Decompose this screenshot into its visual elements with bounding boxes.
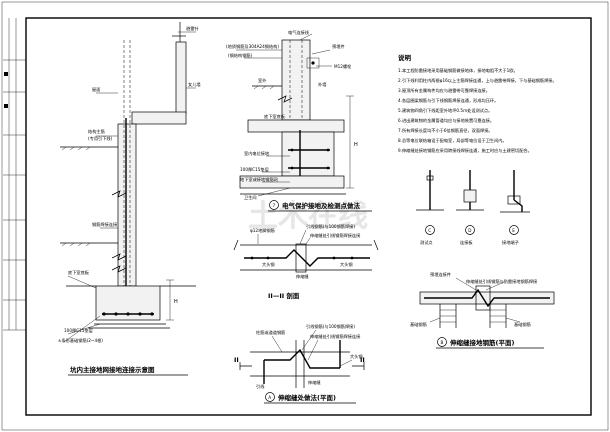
- detail-e: [500, 170, 530, 235]
- notes-line-4: 4.各层圈梁钢筋与引下线钢筋焊接连通，形成均压环。: [398, 97, 498, 104]
- fig2-label-ground-grid: 地下室或接地钢筋网: [240, 176, 278, 183]
- fig4-circle-marker: [265, 392, 275, 402]
- fig1-label-parapet: 女儿墙: [188, 81, 201, 88]
- fig2-label-indoor-ground: 室内电位接地: [244, 150, 270, 157]
- fig2-circle-number: 7: [273, 203, 276, 208]
- notes-heading: 说明: [398, 53, 412, 62]
- fig5-label-foundation-right: 基础钢筋: [514, 321, 531, 328]
- fig4-sec-mark-right: II: [360, 356, 365, 364]
- left-title-strip: [3, 18, 26, 331]
- fig1-label-lightning-rod: 避雷针: [186, 25, 199, 32]
- fig1-label-slab: 底下室底板: [68, 269, 90, 276]
- fig2-label-wire: 电气连接线: [288, 29, 310, 36]
- fig2-label-material: (地质钢筋及304A24钢结构): [226, 43, 279, 50]
- fig2-dim-h: H: [354, 142, 358, 148]
- fig5-circle-letter: B: [441, 340, 444, 345]
- notes-line-6: 6.进出建筑物的金属管道均应与接地装置可靠连接。: [398, 117, 494, 124]
- notes-line-8: 8.总等电位联结箱设于配电室，局部等电位设于卫生间内。: [398, 137, 507, 144]
- fig2-title: 电气保护接地及检测点做法: [282, 201, 361, 210]
- fig5-circle-marker: [437, 337, 447, 347]
- fig5-title: 伸缩缝接地钢筋(平面): [449, 338, 514, 347]
- fig3-section: [233, 229, 379, 273]
- detail-e-label: 接地端子: [502, 239, 519, 246]
- detail-d-letter: D: [468, 228, 471, 233]
- fig3-title: II—II 剖面: [268, 291, 300, 300]
- notes-line-7: 7.所有焊接长度均不小于6倍钢筋直径，双面焊接。: [398, 127, 493, 134]
- fig1-dim-h: H: [174, 299, 178, 305]
- fig5-section: [419, 277, 555, 328]
- fig3-label-weld: 伸缩缝处引线钢筋焊接连接: [310, 232, 361, 239]
- detail-c-label: 测试点: [420, 239, 433, 246]
- fig1-label-downconductor: (专用引下线): [88, 135, 113, 142]
- fig4-title: 伸缩缝处做法(平面): [277, 393, 336, 402]
- fig2-circle-marker: [269, 200, 279, 210]
- detail-e-letter: E: [512, 228, 515, 233]
- watermark-text: 土木在线: [248, 199, 368, 234]
- fig1-label-main-rebar: 结构主筋: [88, 128, 105, 135]
- fig2-label-outer-wall: 外墙: [318, 81, 326, 88]
- fig2-label-bolt: M12螺栓: [334, 63, 352, 70]
- fig4-label-big-steel: 大头钢: [350, 353, 363, 360]
- fig2-label-bathroom: 卫生间: [244, 194, 257, 201]
- notes-line-9: 9.伸缩缝处接地钢筋应采用跨接线焊接连通，施工时应与土建密切配合。: [398, 147, 532, 154]
- fig3-label-lead: 引线钢筋(与100钢筋焊接): [306, 223, 355, 230]
- notes-line-2: 2.引下线利用柱内两根φ16以上主筋焊接连通，上与避雷带焊接，下与基础钢筋焊接。: [398, 77, 557, 84]
- fig4-label-col-rebar: 柱筋或道道钢筋: [256, 329, 285, 336]
- fig1-label-roof: 屋面: [92, 87, 100, 93]
- fig1-label-weld: 钢筋焊接连接: [92, 221, 118, 228]
- fig2-label-steel: (钢结构钢筋): [228, 52, 253, 59]
- fig4-circle-letter: A: [268, 395, 271, 400]
- fig3-label-big-steel-right: 大头钢: [340, 261, 353, 268]
- fig3-label-joint: 伸缩缝: [296, 273, 309, 280]
- detail-c-letter: C: [428, 228, 431, 233]
- fig1-title: 坑内主接地网接地连接示意图: [70, 365, 155, 374]
- watermark: 土木在线: [248, 199, 368, 234]
- fig4-sec-mark-left: II: [234, 356, 239, 364]
- fig4-label-weld: 伸缩缝处引线钢筋焊接连接: [310, 333, 361, 340]
- notes-line-3: 3.屋顶所有金属构件均应与避雷带可靠焊接连接。: [398, 87, 490, 94]
- fig4-label-lead-wire: 引线: [256, 383, 265, 390]
- fig5-label-weld: 伸缩缝处引线钢筋与防雷接地钢筋焊接: [466, 278, 538, 285]
- fig5-label-embed: 预埋连接件: [430, 271, 451, 278]
- fig1-label-cushion: 100厚C15垫层: [64, 327, 93, 334]
- fig2-label-slab: 底下室底板: [264, 113, 286, 120]
- fig2-label-embed: 预埋件: [332, 43, 345, 50]
- notes-line-1: 1.本工程防雷接地采用基础钢筋做接地体，接地电阻不大于1欧。: [398, 67, 518, 74]
- detail-c: [416, 170, 444, 235]
- fig4-label-lead: 引线钢筋(与100钢筋焊接): [306, 323, 355, 330]
- sheet-inner-border: [25, 17, 592, 416]
- fig1-label-strip-footing: ±条形基础钢筋(2~4根): [58, 337, 103, 344]
- fig4-section: [239, 329, 365, 388]
- fig3-label-big-steel-left: 大头钢: [262, 261, 275, 268]
- fig3-label-anchor: φ12地脚钢筋: [250, 227, 275, 234]
- fig4-label-joint: 伸缩缝: [308, 379, 321, 386]
- fig5-label-foundation-left: 基础钢筋: [410, 321, 427, 328]
- fig2-label-outdoor: 室外: [258, 77, 267, 84]
- fig2-section: H: [236, 33, 358, 197]
- notes-line-5: 5.建筑物四角引下线距室外地坪0.5m处设测试点。: [398, 107, 492, 114]
- fig1-section: H: [60, 22, 196, 343]
- detail-d-label: 连接板: [460, 239, 473, 246]
- fig2-label-cushion: 100厚C15垫层: [240, 166, 269, 173]
- detail-d: [456, 170, 484, 235]
